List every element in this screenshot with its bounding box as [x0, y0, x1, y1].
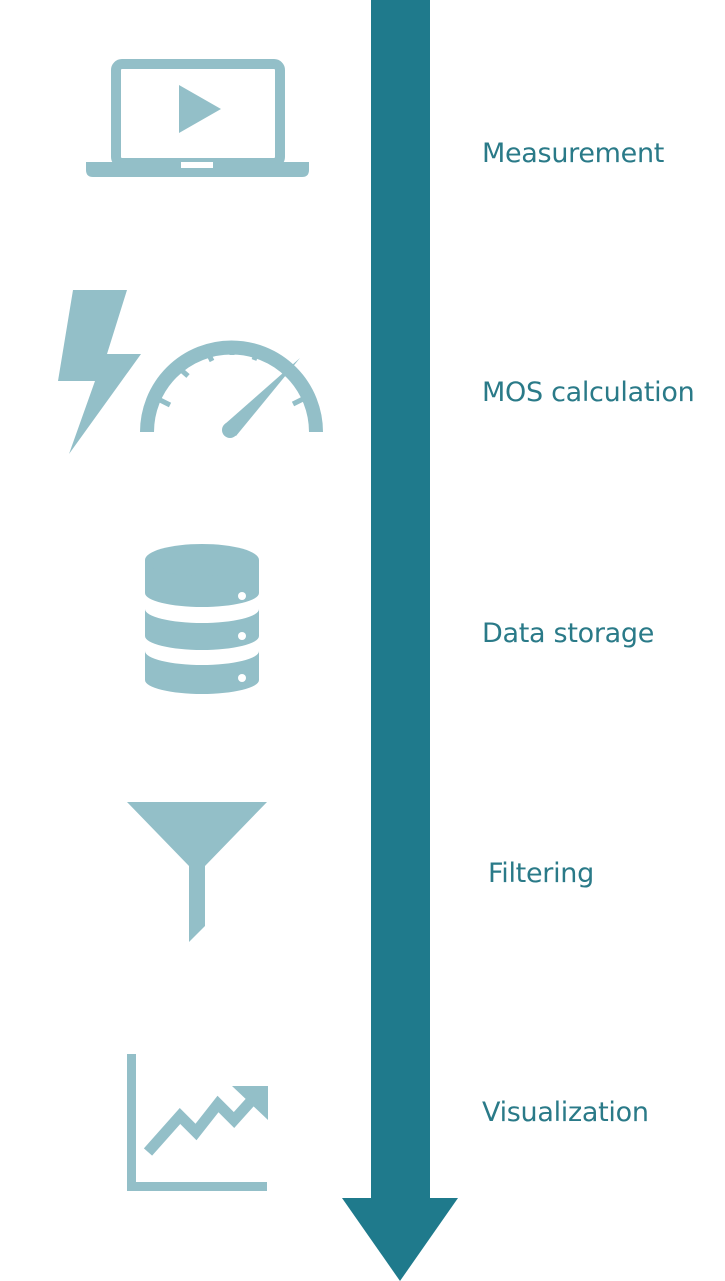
laptop-play-icon [86, 59, 309, 177]
step-label-filtering: Filtering [488, 858, 594, 889]
lightning-speedometer-icon [58, 290, 323, 454]
trend-chart-icon [127, 1054, 268, 1191]
funnel-icon [127, 802, 267, 942]
step-label-mos-calculation: MOS calculation [482, 377, 695, 408]
step-label-measurement: Measurement [482, 138, 665, 169]
database-icon [145, 544, 259, 694]
step-label-data-storage: Data storage [482, 618, 655, 649]
step-label-visualization: Visualization [482, 1097, 649, 1128]
